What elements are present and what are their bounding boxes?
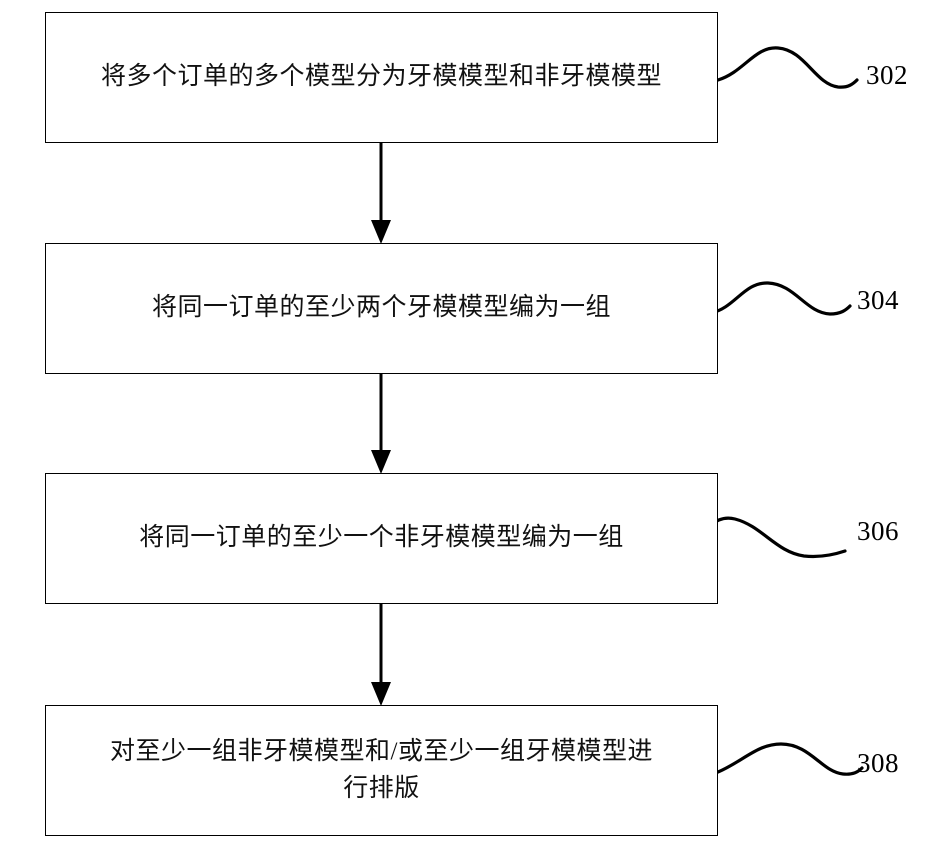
process-box-304[interactable]: 将同一订单的至少两个牙模模型编为一组 <box>45 243 718 374</box>
leader-line-304 <box>709 281 852 316</box>
connector-302-304 <box>371 143 391 244</box>
process-box-308[interactable]: 对至少一组非牙模模型和/或至少一组牙模模型进 行排版 <box>45 705 718 836</box>
process-box-306[interactable]: 将同一订单的至少一个非牙模模型编为一组 <box>45 473 718 604</box>
reference-numeral-302: 302 <box>866 60 908 90</box>
process-box-306-label: 将同一订单的至少一个非牙模模型编为一组 <box>139 524 624 552</box>
process-box-302-label: 将多个订单的多个模型分为牙模模型和非牙模模型 <box>100 63 662 91</box>
connector-304-306 <box>371 374 391 474</box>
connector-306-308 <box>371 604 391 706</box>
process-box-302[interactable]: 将多个订单的多个模型分为牙模模型和非牙模模型 <box>45 12 718 143</box>
process-box-308-label: 对至少一组非牙模模型和/或至少一组牙模模型进 行排版 <box>110 738 653 802</box>
leader-line-308 <box>716 742 864 776</box>
reference-numeral-304: 304 <box>857 285 899 315</box>
leader-line-302 <box>716 46 859 89</box>
reference-numeral-308: 308 <box>857 748 899 778</box>
reference-numeral-306: 306 <box>857 516 899 546</box>
process-box-304-label: 将同一订单的至少两个牙模模型编为一组 <box>151 294 611 322</box>
